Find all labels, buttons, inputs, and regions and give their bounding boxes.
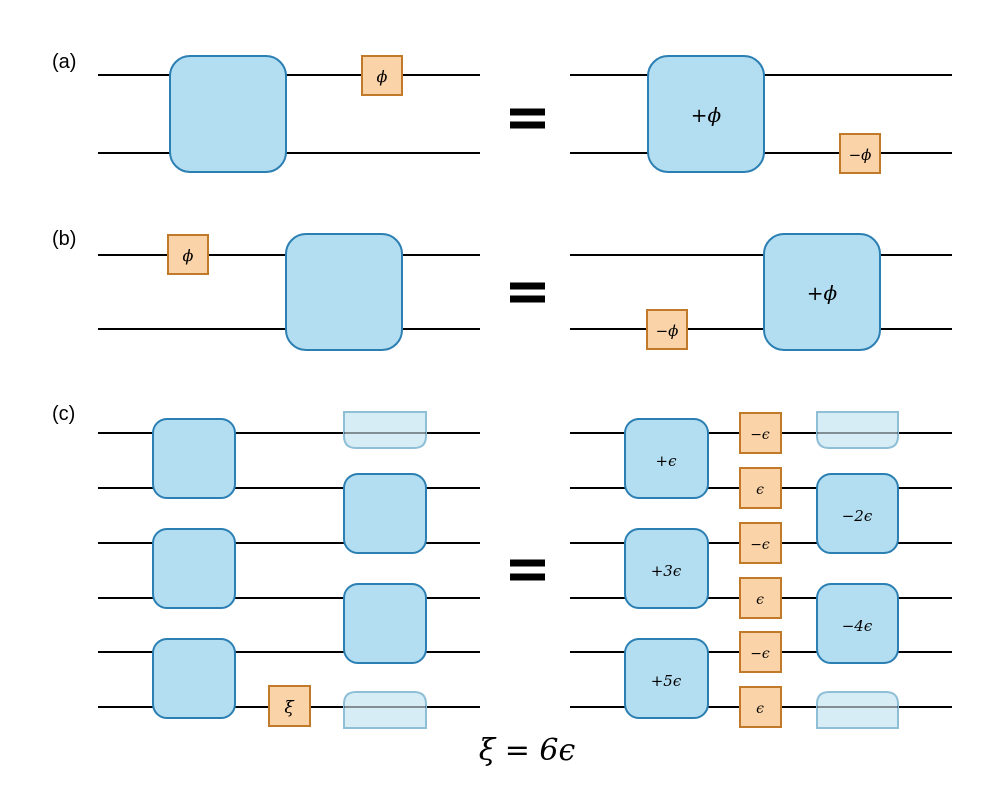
block-label: +ϵ [656, 452, 678, 470]
panel-c-label: (c) [52, 403, 75, 425]
phase-label: −ϵ [750, 427, 770, 443]
phase-label: −ϕ [656, 322, 679, 340]
phase-label: ϕ [377, 67, 388, 86]
beamsplitter-block [152, 638, 236, 719]
phase-shifter [739, 412, 782, 454]
phase-shifter [739, 522, 782, 564]
phase-label: ϵ [756, 592, 764, 608]
panel-c: (c) ξ +ϵ +3ϵ [52, 403, 952, 729]
panel-a: (a) ϕ +ϕ −ϕ [52, 51, 952, 174]
phase-label: ϵ [756, 482, 764, 498]
panel-a-label: (a) [52, 51, 76, 73]
beamsplitter-block [152, 418, 236, 499]
beamsplitter-block [285, 233, 403, 351]
phase-shifter [739, 631, 782, 673]
phase-label: −ϵ [750, 646, 770, 662]
faded-block-top [343, 411, 427, 449]
phase-shifter [268, 685, 311, 727]
beamsplitter-block [624, 418, 709, 499]
phase-shifter [167, 234, 209, 275]
beamsplitter-block [624, 528, 709, 609]
beamsplitter-block [816, 473, 899, 554]
beamsplitter-block [763, 233, 881, 351]
phase-label: ϵ [756, 701, 764, 717]
phase-shifter [739, 577, 782, 619]
beamsplitter-block [169, 55, 287, 173]
beamsplitter-block [647, 55, 765, 173]
block-label: −4ϵ [842, 617, 873, 635]
relation-equation: ξ = 6ϵ [479, 733, 576, 768]
phase-label: −ϵ [750, 537, 770, 553]
block-label: +5ϵ [651, 672, 682, 690]
beamsplitter-block [343, 583, 427, 664]
phase-label: ξ [284, 698, 295, 718]
beamsplitter-block [152, 528, 236, 609]
faded-block-top [816, 411, 899, 449]
phase-shifter [646, 309, 688, 350]
phase-shifter [739, 686, 782, 728]
phase-label: ϕ [183, 246, 194, 265]
faded-block-bottom [816, 691, 899, 729]
phase-shifter [839, 133, 881, 174]
panel-b: (b) ϕ −ϕ +ϕ [52, 228, 952, 351]
faded-block-bottom [343, 691, 427, 729]
phase-shifter [739, 467, 782, 509]
phase-label: −ϕ [849, 146, 872, 164]
beamsplitter-block [343, 473, 427, 554]
block-label: −2ϵ [842, 507, 873, 525]
beamsplitter-block [624, 638, 709, 719]
block-label: +ϕ [807, 281, 838, 305]
block-label: +3ϵ [651, 562, 682, 580]
beamsplitter-block [816, 583, 899, 664]
panel-b-label: (b) [52, 228, 76, 250]
phase-shifter [361, 55, 403, 96]
block-label: +ϕ [691, 103, 722, 127]
